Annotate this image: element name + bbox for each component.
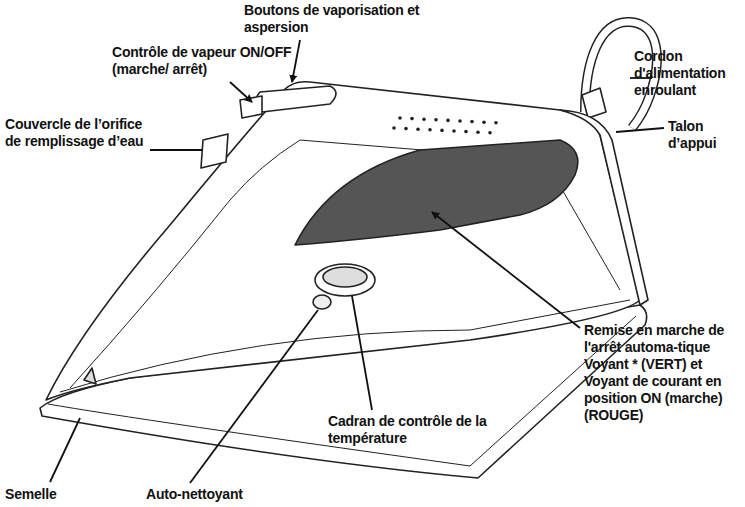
part-label: Cadran de contrôle de la température (328, 413, 488, 447)
leader-line (230, 82, 252, 102)
leader-line (150, 149, 203, 151)
leader-line (292, 40, 300, 82)
part-label: Remise en marche de l'arrêt automa-tique… (584, 322, 740, 424)
part-label: Cordon d'alimentation enroulant (634, 48, 742, 99)
leader-line (352, 296, 372, 410)
leader-line (616, 128, 664, 132)
part-label: Boutons de vaporisation et aspersion (244, 2, 434, 36)
handle-opening (295, 140, 578, 245)
part-label: Semelle (5, 486, 85, 503)
leader-line (190, 310, 318, 483)
part-label: Contrôle de vapeur ON/OFF (marche/ arrêt… (112, 44, 300, 78)
steam-control (240, 96, 262, 118)
part-label: Couvercle de l’orifice de remplissage d’… (5, 116, 151, 150)
water-cap (201, 134, 228, 168)
part-label: Talon d’appui (668, 118, 738, 152)
spray-buttons (255, 86, 336, 112)
leader-line (50, 418, 80, 482)
cord-boot (582, 88, 606, 118)
temperature-dial (315, 264, 375, 296)
heel-rest (560, 110, 648, 305)
part-label: Auto-nettoyant (146, 486, 276, 503)
leader-line (432, 212, 580, 328)
self-clean-button (313, 295, 331, 309)
